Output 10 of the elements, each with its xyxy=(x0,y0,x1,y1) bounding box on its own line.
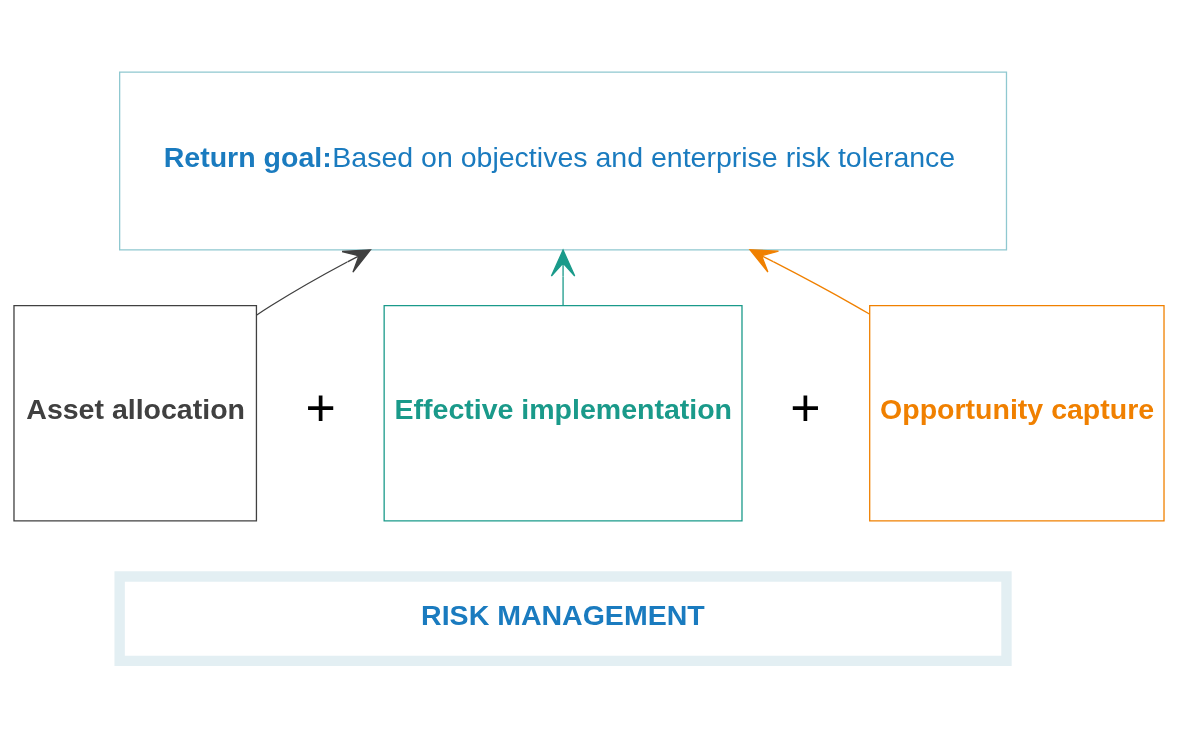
node-box: Asset allocation xyxy=(13,304,258,521)
label: + xyxy=(305,378,336,437)
arrow xyxy=(550,248,576,306)
node-box: Effective implementation xyxy=(383,304,743,521)
arrow xyxy=(749,248,871,315)
node-box: Return goal:Based on objectives and enterprise risk tolerance xyxy=(119,71,1008,250)
node-box: Opportunity capture xyxy=(869,304,1165,521)
label: + xyxy=(790,378,821,437)
arrow xyxy=(256,248,372,316)
node-box: RISK MANAGEMENT xyxy=(114,570,1012,666)
